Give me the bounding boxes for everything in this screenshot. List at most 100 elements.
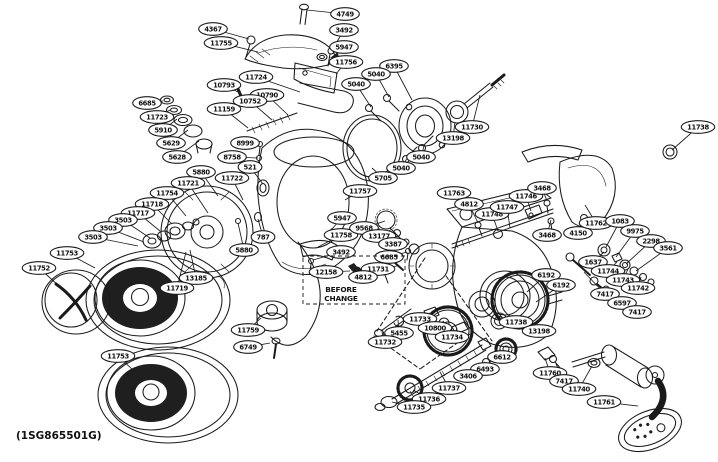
part-callout-11757: 11757 (342, 184, 378, 198)
part-callout-4367: 4367 (198, 22, 228, 36)
part-number-11762: 11762 (585, 219, 607, 227)
part-number-3406: 3406 (459, 372, 477, 380)
part-number-11724: 11724 (245, 73, 267, 81)
part-callout-5910: 5910 (148, 123, 178, 137)
part-number-11753: 11753 (56, 249, 78, 257)
callout-ellipse-11757 (342, 184, 378, 198)
part-number-13198: 13198 (442, 134, 464, 142)
part-number-13198: 13198 (528, 327, 550, 335)
callout-ellipse-4367 (198, 22, 228, 36)
part-number-9975: 9975 (626, 227, 644, 235)
callout-ellipse-9975 (620, 224, 650, 238)
callout-ellipse-13198 (521, 324, 557, 338)
part-number-3468: 3468 (533, 184, 551, 192)
part-number-7417: 7417 (628, 308, 646, 316)
part-number-5629: 5629 (162, 139, 180, 147)
part-callout-3387: 3387 (378, 237, 408, 251)
part-callout-11730: 11730 (454, 120, 490, 134)
part-callout-787: 787 (250, 230, 276, 244)
part-number-5880: 5880 (192, 168, 210, 176)
part-callout-11763: 11763 (436, 186, 472, 200)
part-number-11757: 11757 (349, 187, 371, 195)
callout-ellipse-4749 (330, 7, 360, 21)
part-number-13177: 13177 (368, 232, 390, 240)
part-number-1637: 1637 (584, 258, 602, 266)
part-number-6749: 6749 (239, 343, 257, 351)
part-callout-12158: 12158 (308, 265, 344, 279)
callout-ellipse-11758 (323, 228, 359, 242)
part-callout-11753: 11753 (100, 349, 136, 363)
callout-ellipse-7417 (622, 305, 652, 319)
part-number-11761: 11761 (593, 398, 615, 406)
part-number-787: 787 (257, 233, 271, 241)
part-number-5040: 5040 (347, 80, 365, 88)
part-number-3492: 3492 (335, 26, 353, 34)
part-number-521: 521 (244, 163, 258, 171)
part-number-11717: 11717 (127, 209, 149, 217)
part-callout-5040: 5040 (341, 77, 371, 91)
part-number-1083: 1083 (611, 217, 629, 225)
part-number-10793: 10793 (213, 81, 235, 89)
part-number-11759: 11759 (237, 326, 259, 334)
callout-ellipse-6395 (379, 59, 409, 73)
part-callout-4812: 4812 (454, 197, 484, 211)
part-number-11756: 11756 (335, 58, 357, 66)
part-number-7417: 7417 (596, 290, 614, 298)
part-callout-5040: 5040 (406, 150, 436, 164)
callout-ellipse-7417 (590, 287, 620, 301)
before-change-line1: BEFORE (325, 285, 357, 294)
part-callout-8999: 8999 (230, 136, 260, 150)
part-number-11763: 11763 (443, 189, 465, 197)
part-number-5947: 5947 (335, 43, 353, 51)
part-number-11743: 11743 (612, 276, 634, 284)
callout-ellipse-5040 (341, 77, 371, 91)
callout-ellipse-6685 (374, 250, 404, 264)
part-callout-6749: 6749 (233, 340, 263, 354)
callout-ellipse-11753 (49, 246, 85, 260)
part-number-3387: 3387 (384, 240, 402, 248)
callout-ellipse-8999 (230, 136, 260, 150)
callout-ellipse-6192 (546, 278, 576, 292)
part-callout-11740: 11740 (561, 382, 597, 396)
part-number-11740: 11740 (568, 385, 590, 393)
part-number-5455: 5455 (390, 329, 408, 337)
part-number-3492: 3492 (332, 248, 350, 256)
callout-ellipse-11738 (680, 120, 716, 134)
callout-ellipse-11732 (367, 335, 403, 349)
callout-ellipse-11753 (100, 349, 136, 363)
part-callout-11734: 11734 (434, 330, 470, 344)
part-number-11753: 11753 (107, 352, 129, 360)
part-callout-11722: 11722 (214, 171, 250, 185)
part-callout-11735: 11735 (396, 400, 432, 414)
part-number-10800: 10800 (424, 324, 446, 332)
part-callout-7417: 7417 (590, 287, 620, 301)
callout-ellipse-10752 (232, 94, 268, 108)
part-number-5947: 5947 (333, 214, 351, 222)
part-number-11734: 11734 (441, 333, 463, 341)
part-number-11748: 11748 (481, 210, 503, 218)
callout-ellipse-4812 (348, 270, 378, 284)
callout-ellipse-11730 (454, 120, 490, 134)
part-callout-11758: 11758 (323, 228, 359, 242)
part-callout-11724: 11724 (238, 70, 274, 84)
part-callout-3492: 3492 (329, 23, 359, 37)
callout-ellipse-11747 (489, 200, 525, 214)
callout-ellipse-787 (250, 230, 276, 244)
part-callout-6395: 6395 (379, 59, 409, 73)
part-callout-6192: 6192 (546, 278, 576, 292)
part-number-5040: 5040 (412, 153, 430, 161)
part-number-11723: 11723 (146, 113, 168, 121)
part-callout-11737: 11737 (431, 381, 467, 395)
part-callout-3468: 3468 (532, 228, 562, 242)
part-number-5040: 5040 (367, 70, 385, 78)
callout-ellipse-6192 (531, 268, 561, 282)
part-callout-6192: 6192 (531, 268, 561, 282)
part-number-11737: 11737 (438, 384, 460, 392)
callout-ellipse-11719 (159, 281, 195, 295)
part-number-2298: 2298 (642, 237, 660, 245)
part-callout-5040: 5040 (361, 67, 391, 81)
part-number-10752: 10752 (239, 97, 261, 105)
callout-ellipse-3503 (78, 230, 108, 244)
part-number-11742: 11742 (627, 284, 649, 292)
part-number-10790: 10790 (256, 91, 278, 99)
